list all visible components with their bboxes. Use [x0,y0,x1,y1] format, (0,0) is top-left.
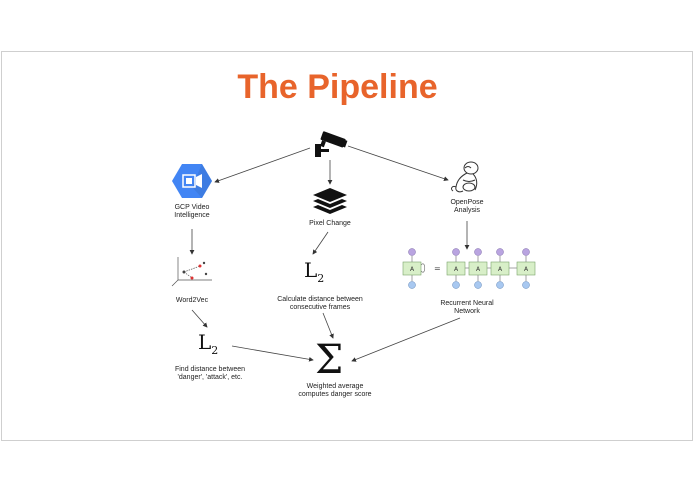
rnn-diagram-icon: = A A A A A [402,248,536,289]
svg-text:A: A [454,266,459,273]
svg-text:A: A [410,266,415,273]
svg-text:A: A [498,266,503,273]
svg-text:A: A [476,266,481,273]
l2-frames-label: Calculate distance between consecutive f… [277,296,363,311]
gcp-video-intelligence-icon [172,164,212,198]
page-title: The Pipeline [237,68,438,106]
svg-text:=: = [434,264,441,273]
l2-norm-words-icon: L2 [198,330,219,357]
slide-frame [1,51,693,441]
layers-stack-icon [313,188,347,214]
sigma-sum-icon: Σ [315,337,344,383]
openpose-label: OpenPose Analysis [450,199,484,214]
security-camera-icon [315,131,348,157]
svg-text:A: A [524,266,529,273]
openpose-figure-icon [451,161,479,193]
word2vec-scatter-icon [171,257,212,287]
l2-norm-frames-icon: L2 [304,258,325,285]
gcp-label: GCP Video Intelligence [174,204,210,219]
word2vec-label: Word2Vec [175,297,209,304]
rnn-label: Recurrent Neural Network [440,300,494,315]
danger-score-label: Weighted average computes danger score [298,383,372,398]
pixel-change-label: Pixel Change [309,220,351,227]
l2-words-label: Find distance between 'danger', 'attack'… [174,366,246,381]
